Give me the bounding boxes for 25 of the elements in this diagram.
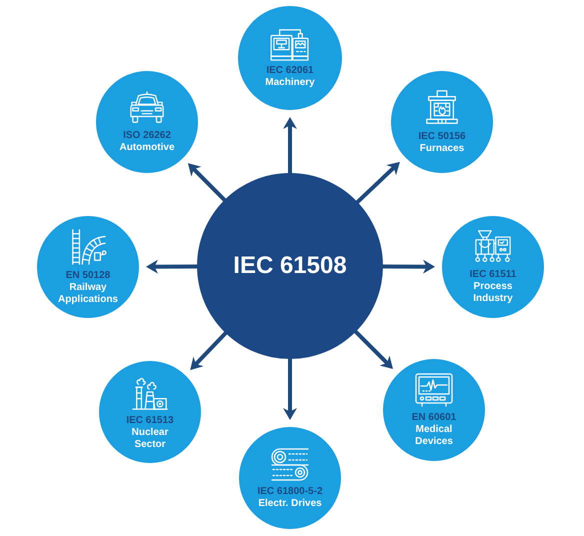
sector-name: Process Industry	[472, 281, 514, 305]
sector-name: Furnaces	[420, 143, 464, 155]
arrow	[355, 162, 400, 204]
sector-name: Electr. Drives	[258, 498, 322, 510]
standard-code: IEC 50156	[418, 131, 466, 143]
standard-code: ISO 26262	[123, 130, 171, 142]
sector-name: Railway Applications	[56, 282, 119, 306]
arrow	[354, 330, 394, 370]
sector-name: Machinery	[265, 77, 315, 89]
hub-label: IEC 61508	[233, 252, 347, 280]
standard-code: EN 50128	[66, 270, 110, 282]
arrow	[283, 117, 297, 174]
standard-code: IEC 61513	[126, 415, 174, 427]
arrow	[283, 358, 297, 420]
sector-name: Medical Devices	[414, 424, 454, 448]
sector-name: Automotive	[120, 142, 174, 154]
standard-code: IEC 61511	[470, 269, 516, 281]
sector-name: Nuclear Sector	[130, 427, 170, 451]
standard-code: IEC 61800-5-2	[257, 486, 323, 498]
arrow	[188, 163, 227, 202]
arrow	[382, 260, 435, 274]
standard-code: EN 60601	[412, 412, 456, 424]
standard-code: IEC 62061	[266, 65, 314, 77]
arrow	[146, 260, 198, 274]
arrow	[190, 331, 228, 370]
